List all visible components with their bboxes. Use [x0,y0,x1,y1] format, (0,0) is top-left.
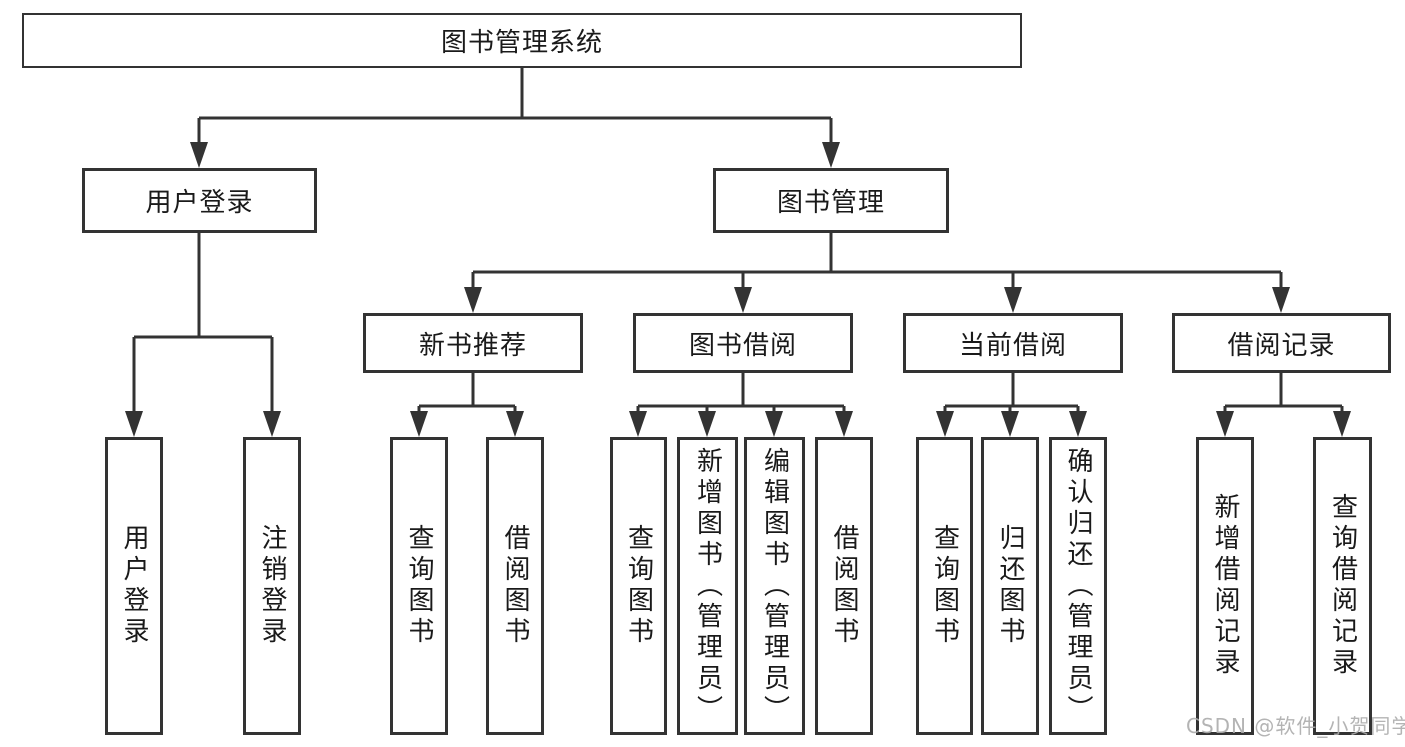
leaf-label: 查询图书 [929,524,960,648]
leaf-confirm-return-admin: 确认归还（管理员） [1049,437,1107,735]
node-label: 图书管理系统 [440,28,603,58]
leaf-edit-books-admin: 编辑图书（管理员） [744,437,805,735]
node-book-borrow: 图书借阅 [633,313,853,373]
node-new-book-recommend: 新书推荐 [363,313,583,373]
node-library-management-system: 图书管理系统 [22,13,1022,68]
leaf-add-books-admin: 新增图书（管理员） [677,437,738,735]
node-borrow-records: 借阅记录 [1172,313,1391,373]
leaf-return-books: 归还图书 [981,437,1039,735]
leaf-query-borrow-record: 查询借阅记录 [1313,437,1372,735]
leaf-label: 借阅图书 [500,524,530,648]
csdn-watermark: CSDN @软件_小贺同学 [1186,714,1405,738]
leaf-label: 新增借阅记录 [1210,493,1240,679]
node-user-login: 用户登录 [82,168,317,233]
node-label: 图书借阅 [688,330,797,361]
leaf-label: 确认归还（管理员） [1063,446,1093,726]
leaf-label: 借阅图书 [829,524,859,648]
leaf-label: 归还图书 [995,524,1025,648]
leaf-label: 查询图书 [404,524,434,648]
leaf-label: 用户登录 [119,524,149,648]
leaf-label: 编辑图书（管理员） [759,446,790,726]
leaf-label: 查询借阅记录 [1327,493,1358,679]
node-label: 新书推荐 [418,330,527,361]
leaf-user-login: 用户登录 [105,437,163,735]
leaf-label: 注销登录 [257,524,287,648]
leaf-label: 查询图书 [623,524,654,648]
node-label: 借阅记录 [1227,330,1336,361]
node-label: 图书管理 [776,188,885,218]
node-book-management: 图书管理 [713,168,949,233]
leaf-query-books-recommend: 查询图书 [390,437,448,735]
node-label: 当前借阅 [958,330,1067,361]
leaf-borrow-books-recommend: 借阅图书 [486,437,544,735]
leaf-borrow-books: 借阅图书 [815,437,873,735]
node-label: 用户登录 [145,188,254,218]
leaf-label: 新增图书（管理员） [692,446,723,726]
node-current-borrow: 当前借阅 [903,313,1123,373]
leaf-logout: 注销登录 [243,437,301,735]
leaf-add-borrow-record: 新增借阅记录 [1196,437,1254,735]
leaf-query-books-borrow: 查询图书 [610,437,667,735]
leaf-query-books-current: 查询图书 [916,437,973,735]
